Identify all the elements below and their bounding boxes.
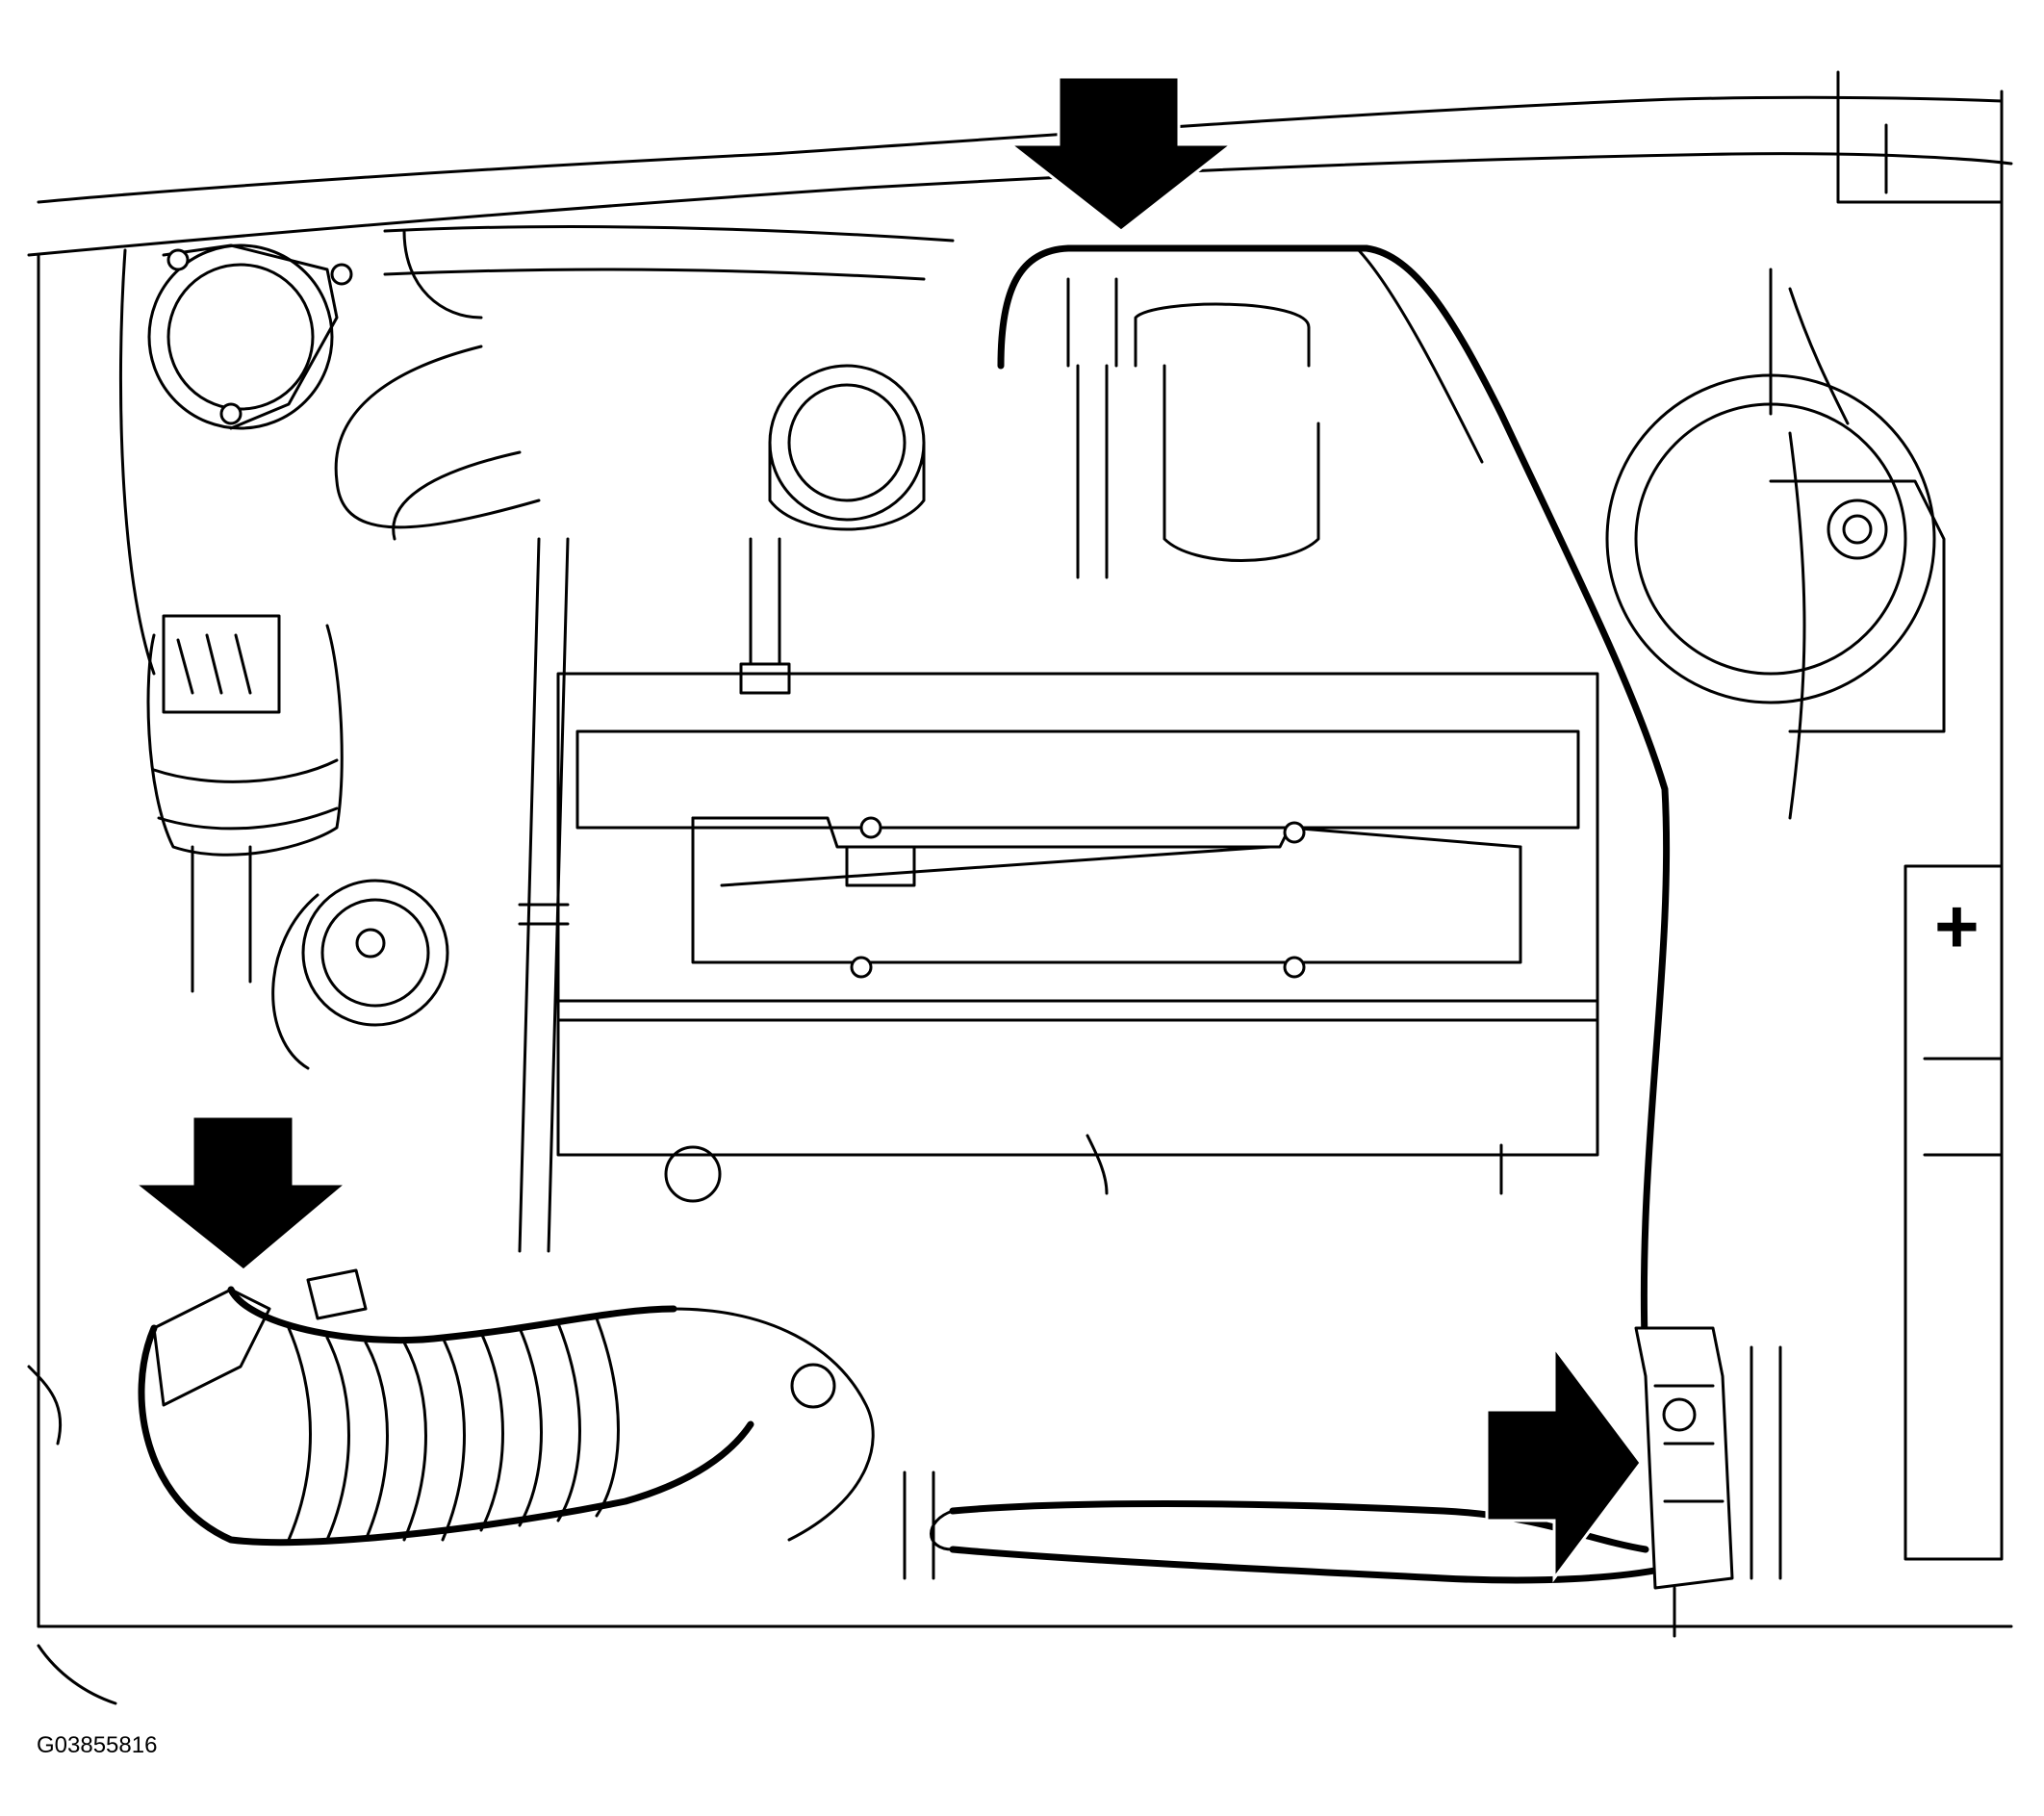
valve-cover	[556, 672, 1599, 1203]
connector-arrow	[1485, 1343, 1643, 1583]
side-pipe	[518, 537, 570, 1253]
brake-booster	[1605, 268, 1946, 733]
callout-arrows	[130, 75, 1643, 1583]
strut-tower	[118, 243, 353, 676]
figure-id-label: G03855816	[37, 1732, 158, 1758]
top-hose-arrow	[1006, 75, 1237, 233]
upper-left-hose	[334, 225, 955, 541]
battery-plus-symbol: +	[1934, 883, 1980, 969]
oil-filler	[271, 879, 449, 1070]
air-mass-meter-arrow	[130, 1114, 351, 1272]
intake-bellows	[138, 1268, 875, 1547]
upper-radiator-hose	[997, 244, 1806, 1370]
coolant-reservoir	[146, 614, 344, 993]
bottom-left-edge	[27, 1365, 117, 1705]
reservoir-cap	[739, 364, 926, 695]
battery: +	[1903, 864, 2004, 1561]
sensor-connector	[1634, 1326, 1782, 1638]
